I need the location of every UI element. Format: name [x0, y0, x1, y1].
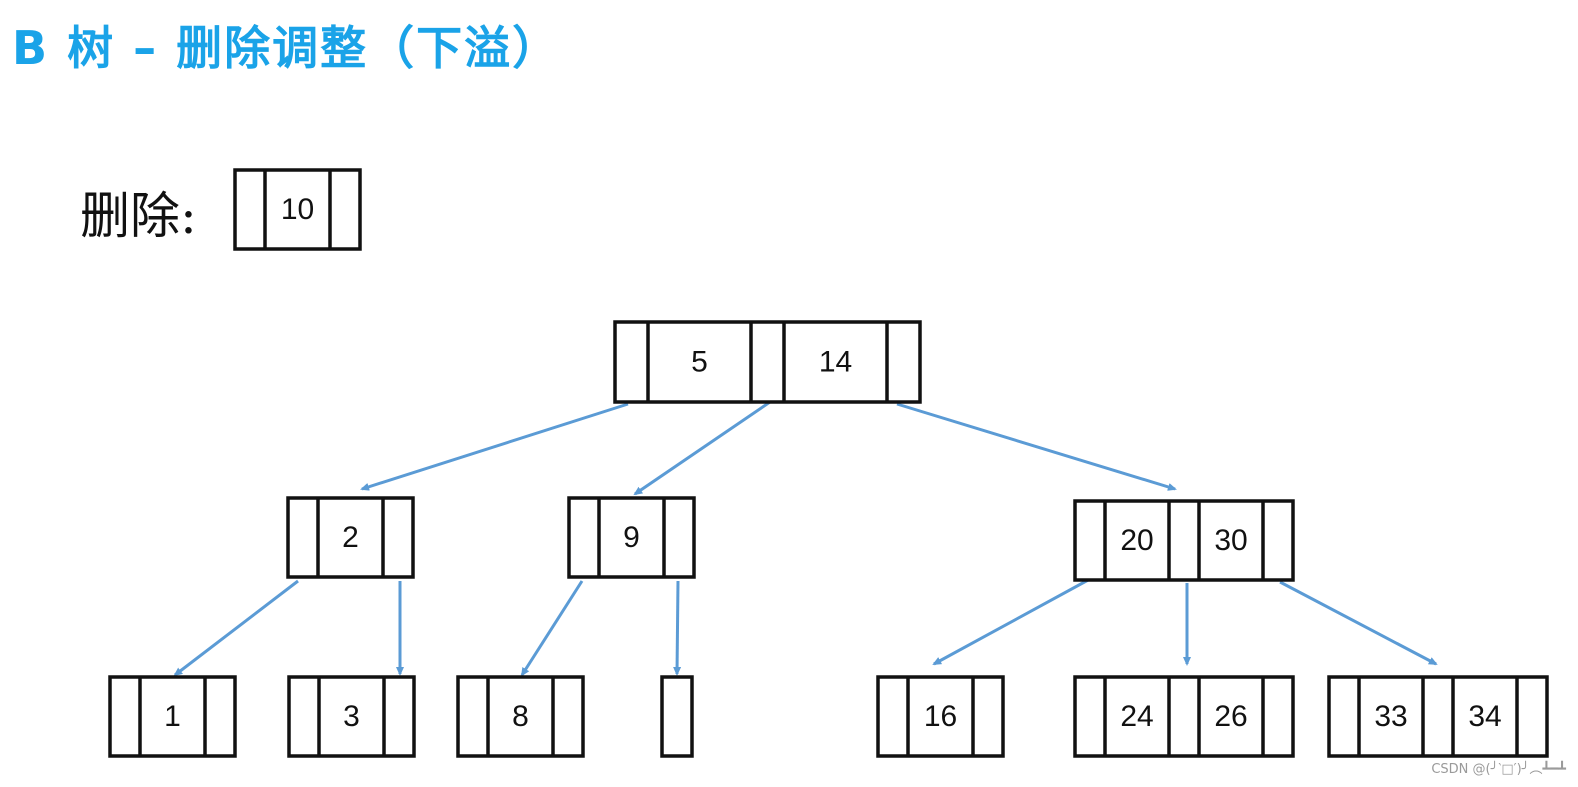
tree-edge — [360, 402, 629, 491]
node-key: 10 — [281, 193, 314, 226]
node-box — [1327, 675, 1549, 758]
delete-label: 删除: — [80, 187, 197, 245]
level2-node-1: 1 — [108, 675, 237, 758]
level2-node-4 — [660, 675, 694, 758]
node-key: 34 — [1468, 700, 1501, 733]
watermark: CSDN @(╯‵□′)╯︵┻━┻ — [1431, 762, 1566, 777]
node-key: 2 — [342, 521, 359, 554]
node-box — [287, 675, 416, 758]
node-box — [876, 675, 1005, 758]
node-key: 26 — [1214, 700, 1247, 733]
node-box — [1073, 499, 1295, 582]
level2-node-6: 24 26 — [1073, 675, 1295, 758]
node-key: 16 — [924, 700, 957, 733]
level2-node-5: 16 — [876, 675, 1005, 758]
node-key: 14 — [819, 346, 852, 379]
node-box — [567, 496, 696, 579]
tree-edge — [896, 402, 1177, 491]
node-key: 1 — [164, 700, 181, 733]
level2-node-7: 33 34 — [1327, 675, 1549, 758]
node-box — [233, 168, 362, 251]
node-key: 20 — [1120, 524, 1153, 557]
tree-edge — [173, 579, 299, 677]
node-box — [660, 675, 694, 758]
node-box — [108, 675, 237, 758]
tree-edge — [673, 580, 682, 676]
deleted-key-node: 10 — [233, 168, 362, 251]
node-key: 33 — [1374, 700, 1407, 733]
edges-layer — [173, 400, 1438, 677]
level2-node-2: 3 — [287, 675, 416, 758]
node-key: 8 — [512, 700, 529, 733]
node-box — [286, 496, 415, 579]
page-title: B 树 – 删除调整（下溢） — [12, 21, 561, 75]
level2-node-3: 8 — [456, 675, 585, 758]
node-key: 9 — [623, 521, 640, 554]
node-key: 24 — [1120, 700, 1153, 733]
tree-edge — [932, 577, 1091, 666]
tree-edge — [633, 400, 771, 496]
level1-node-1: 2 — [286, 496, 415, 579]
root-node: 5 14 — [613, 320, 922, 404]
node-key: 5 — [691, 346, 708, 379]
level1-node-2: 9 — [567, 496, 696, 579]
node-key: 30 — [1214, 524, 1247, 557]
node-key: 3 — [343, 700, 360, 733]
node-box — [456, 675, 585, 758]
node-box — [1073, 675, 1295, 758]
node-box — [613, 320, 922, 404]
tree-edge — [520, 580, 584, 677]
tree-edge — [1279, 580, 1438, 666]
